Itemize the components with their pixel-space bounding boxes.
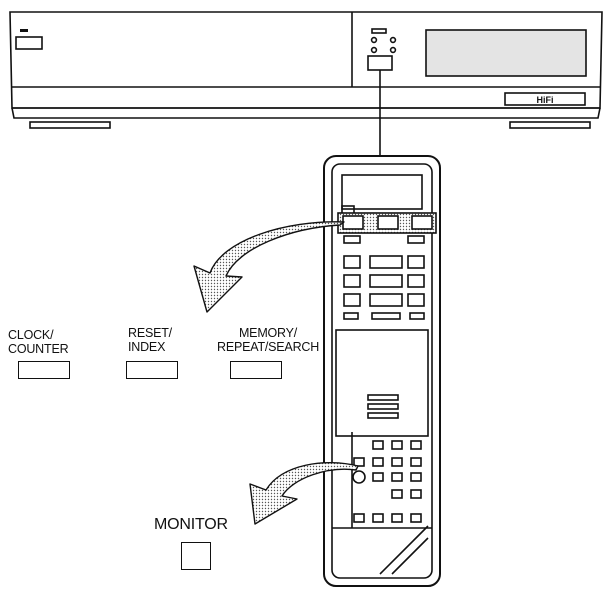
clock-counter-label: CLOCK/ COUNTER [8,328,69,356]
hifi-logo: HiFi [537,95,554,105]
hifi-logo-plate [504,92,586,106]
remote-lower-panel [335,329,429,437]
reset-index-label: RESET/ INDEX [128,326,172,354]
upper-pointer-arrow [193,221,345,313]
power-button [15,36,43,50]
memory-repeat-search-label: MEMORY/ REPEAT/SEARCH [217,326,320,354]
vcr-deck [9,11,603,129]
lower-pointer-arrow [249,462,359,525]
monitor-label: MONITOR [154,516,228,533]
remote-sensor [367,55,393,71]
deck-display-window [425,29,587,77]
remote-control [323,155,441,587]
clock-counter-button[interactable] [18,361,70,379]
reset-index-button[interactable] [126,361,178,379]
monitor-button[interactable] [181,542,211,570]
memory-repeat-search-button[interactable] [230,361,282,379]
remote-monitor-button [352,470,366,484]
